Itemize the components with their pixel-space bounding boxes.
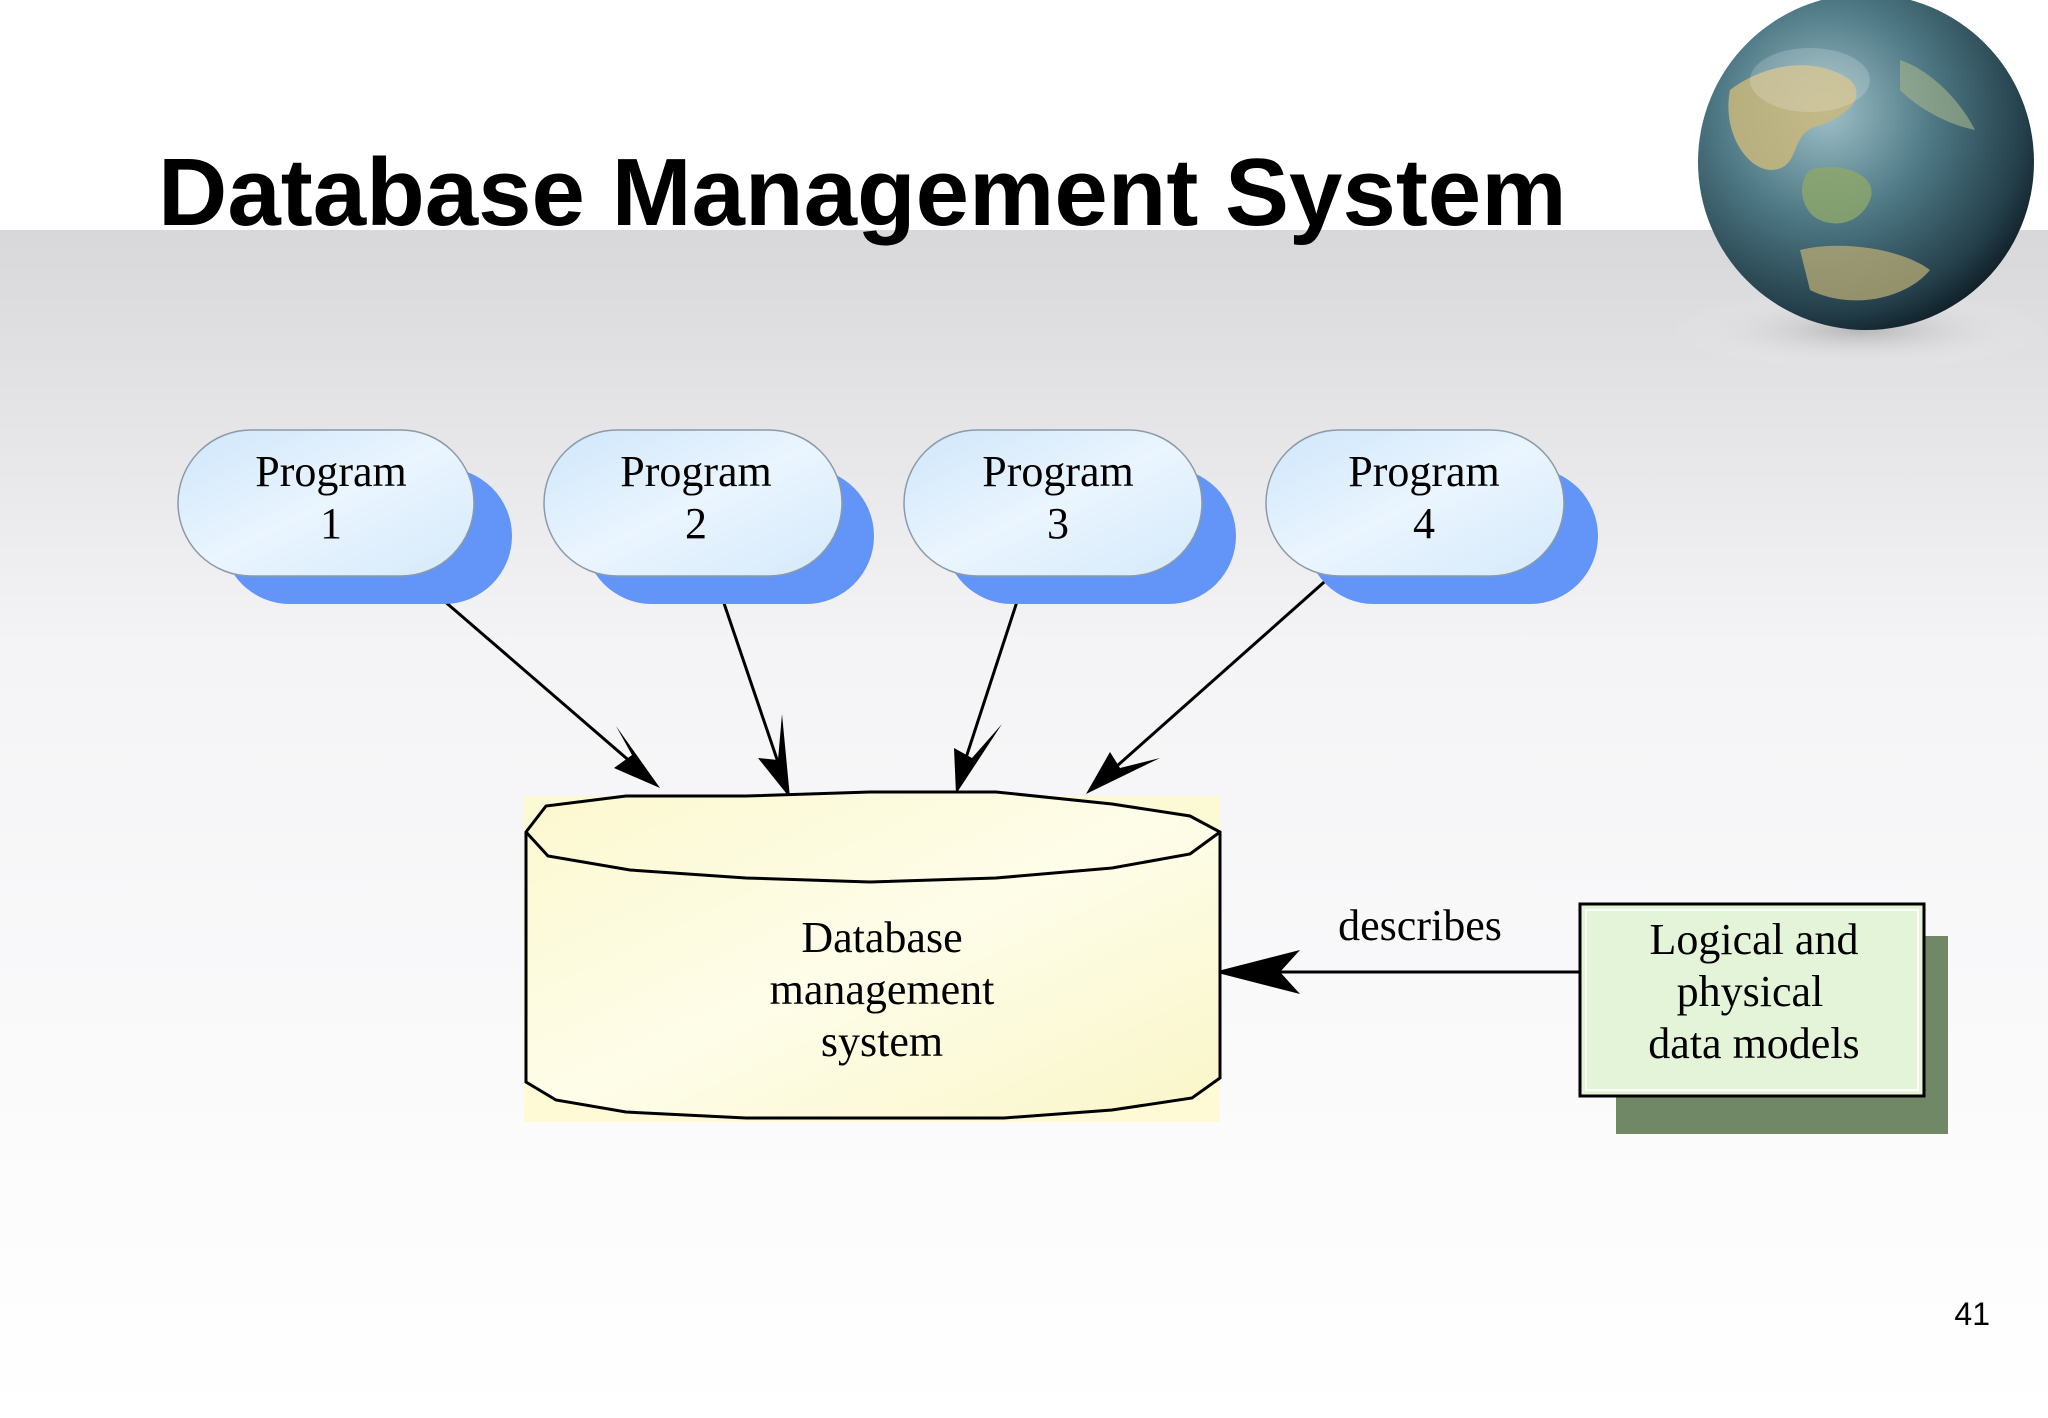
- data-models-label-line3: data models: [1648, 1019, 1859, 1068]
- program-node-4: Program 4: [1265, 429, 1598, 604]
- program-number: 1: [320, 499, 342, 548]
- program-box: [903, 429, 1203, 577]
- program-label: Program: [1348, 447, 1500, 496]
- program-node-3: Program 3: [903, 429, 1236, 604]
- program-box: [1265, 429, 1565, 577]
- edge-label-describes: describes: [1338, 901, 1502, 950]
- page-number: 41: [1954, 1296, 1990, 1332]
- program-label: Program: [620, 447, 772, 496]
- globe-icon: [1670, 0, 2048, 370]
- dbms-label-line3: system: [821, 1017, 943, 1066]
- data-models-box: [1578, 902, 1926, 1098]
- program-node-2: Program 2: [543, 429, 874, 604]
- program-box: [543, 429, 843, 577]
- data-models-label-line2: physical: [1677, 967, 1824, 1016]
- data-models-node: Logical and physical data models: [1578, 902, 1948, 1134]
- program-number: 3: [1047, 499, 1069, 548]
- arrow-program-4: [1107, 566, 1341, 776]
- dbms-node: Database management system: [524, 790, 1222, 1122]
- program-label: Program: [982, 447, 1134, 496]
- slide-title: Database Management System: [158, 139, 1567, 246]
- dbms-top-rim: [524, 830, 1221, 884]
- program-label: Program: [255, 447, 407, 496]
- dbms-label-line1: Database: [801, 913, 962, 962]
- program-node-1: Program 1: [177, 429, 512, 604]
- data-models-label-line1: Logical and: [1650, 915, 1859, 964]
- program-box: [177, 429, 475, 577]
- program-number: 2: [685, 499, 707, 548]
- dbms-label-line2: management: [770, 965, 995, 1014]
- program-number: 4: [1413, 499, 1435, 548]
